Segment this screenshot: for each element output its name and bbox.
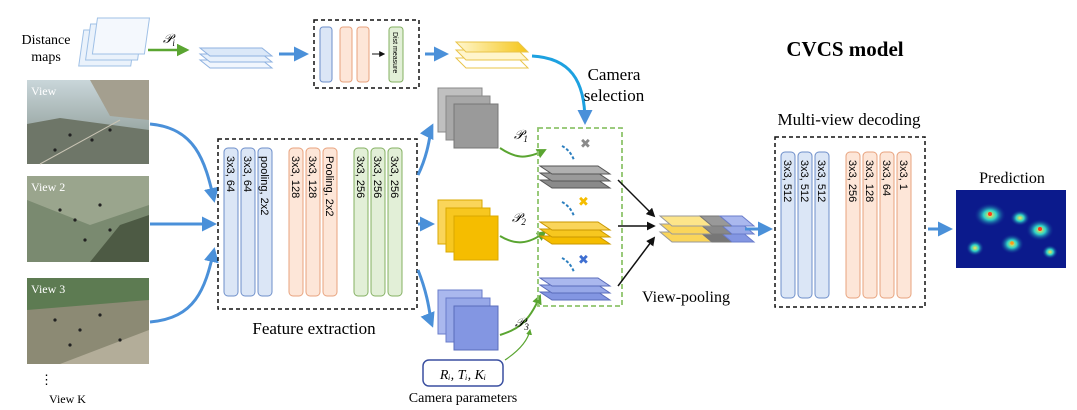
dec-layer-label-7: 3x3, 1 [897,160,909,190]
view-pooling-label: View-pooling [642,289,730,306]
arrow-fe-gray [416,123,434,176]
dec-layer-label-4: 3x3, 256 [846,160,858,202]
fe-layer-label-1: 3x3, 64 [224,156,236,192]
projected-distance-planes [198,47,274,69]
arrow-view1 [149,122,219,203]
gray-cross-icon: ✖ [580,136,591,151]
fe-layer-3 [257,147,273,297]
dec-layer-1 [780,151,796,299]
decoder-box [774,136,926,308]
pooled-feature-map [658,215,756,243]
dec-layer-4 [845,151,861,299]
dec-layer-label-6: 3x3, 64 [880,160,892,196]
yellow-distance-planes [454,41,530,69]
view-k-label: View K [49,392,86,406]
camera-params-label: Camera parameters [409,391,517,406]
dec-layer-6 [879,151,895,299]
fe-layer-label-5: 3x3, 128 [306,156,318,198]
dec-layer-3 [814,151,830,299]
arrow-gray-to-pool [617,179,656,218]
dec-layer-label-5: 3x3, 128 [863,160,875,202]
distance-maps-label-1: Distance [22,33,71,48]
dec-layer-7 [896,151,912,299]
camera-selection-label-2: selection [584,86,645,105]
view-label-1: View [31,84,57,98]
view-image-3: View 3 [27,278,149,364]
dist-measure-block: Dist measure [313,19,420,89]
camera-selection-box [537,127,623,307]
fe-layer-9 [387,147,403,297]
fe-layer-label-6: Pooling, 2x2 [323,156,335,217]
dec-layer-label-3: 3x3, 512 [815,160,827,202]
fe-layer-label-8: 3x3, 256 [371,156,383,198]
camera-params-formula: Rᵢ, Tᵢ, Kᵢ [439,368,486,383]
arrow-p3 [499,294,542,336]
feature-maps-yellow [437,199,499,261]
dec-layer-5 [862,151,878,299]
projected-maps-purple: ✖ [538,252,612,301]
projected-maps-yellow: ✖ [538,194,612,245]
arrow-p1 [499,147,547,159]
fe-layer-5 [305,147,321,297]
decoder-layers: 3x3, 512 3x3, 512 3x3, 512 3x3, 256 3x3, 128… [780,151,912,299]
fe-layer-label-2: 3x3, 64 [241,156,253,192]
fe-layer-7 [353,147,369,297]
fe-layer-label-3: pooling, 2x2 [258,156,270,215]
arrow-camera-params [504,328,532,361]
distance-maps-stack [78,17,151,67]
fe-layer-label-9: 3x3, 256 [388,156,400,198]
fe-layer-label-7: 3x3, 256 [354,156,366,198]
view-image-1: View [27,80,149,165]
arrow-fe-purple [416,269,435,328]
fe-layer-8 [370,147,386,297]
arrow-p2 [499,230,547,244]
view-label-2: View 2 [31,180,65,194]
arrow-purple-to-pool [617,236,656,287]
views-ellipsis: ⋮ [40,372,53,387]
feature-extraction-layers: 3x3, 64 3x3, 64 pooling, 2x2 3x3, 128 3x3, 1… [223,147,403,297]
camera-params-box [422,359,504,387]
prediction-density-map [956,190,1066,268]
view-image-2: View 2 [27,176,149,262]
fe-layer-4 [288,147,304,297]
decoder-label: Multi-view decoding [777,110,921,129]
dec-layer-2 [797,151,813,299]
arrow-camera-selection [531,54,593,125]
dist-measure-label: Dist measure [391,32,398,73]
fe-layer-label-4: 3x3, 128 [289,156,301,198]
feature-extraction-box [217,138,418,310]
fe-layer-6 [322,147,338,297]
projected-maps-gray: ✖ [538,136,612,189]
dec-layer-label-2: 3x3, 512 [798,160,810,202]
feature-maps-purple [437,289,499,351]
yellow-cross-icon: ✖ [578,194,589,209]
camera-selection-label-1: Camera [588,65,641,84]
prediction-label: Prediction [979,170,1045,187]
diagram-title: CVCS model [786,37,903,61]
p1-label: 𝒫1 [514,127,528,144]
purple-cross-icon: ✖ [578,252,589,267]
fe-layer-2 [240,147,256,297]
arrow-view3 [149,247,219,324]
pi-label: 𝒫i [163,31,176,48]
view-label-3: View 3 [31,282,65,296]
distance-maps-label-2: maps [31,50,61,65]
feature-extraction-label: Feature extraction [252,319,376,338]
dec-layer-label-1: 3x3, 512 [781,160,793,202]
p2-label: 𝒫2 [512,210,526,227]
feature-maps-gray [437,87,499,149]
fe-layer-1 [223,147,239,297]
